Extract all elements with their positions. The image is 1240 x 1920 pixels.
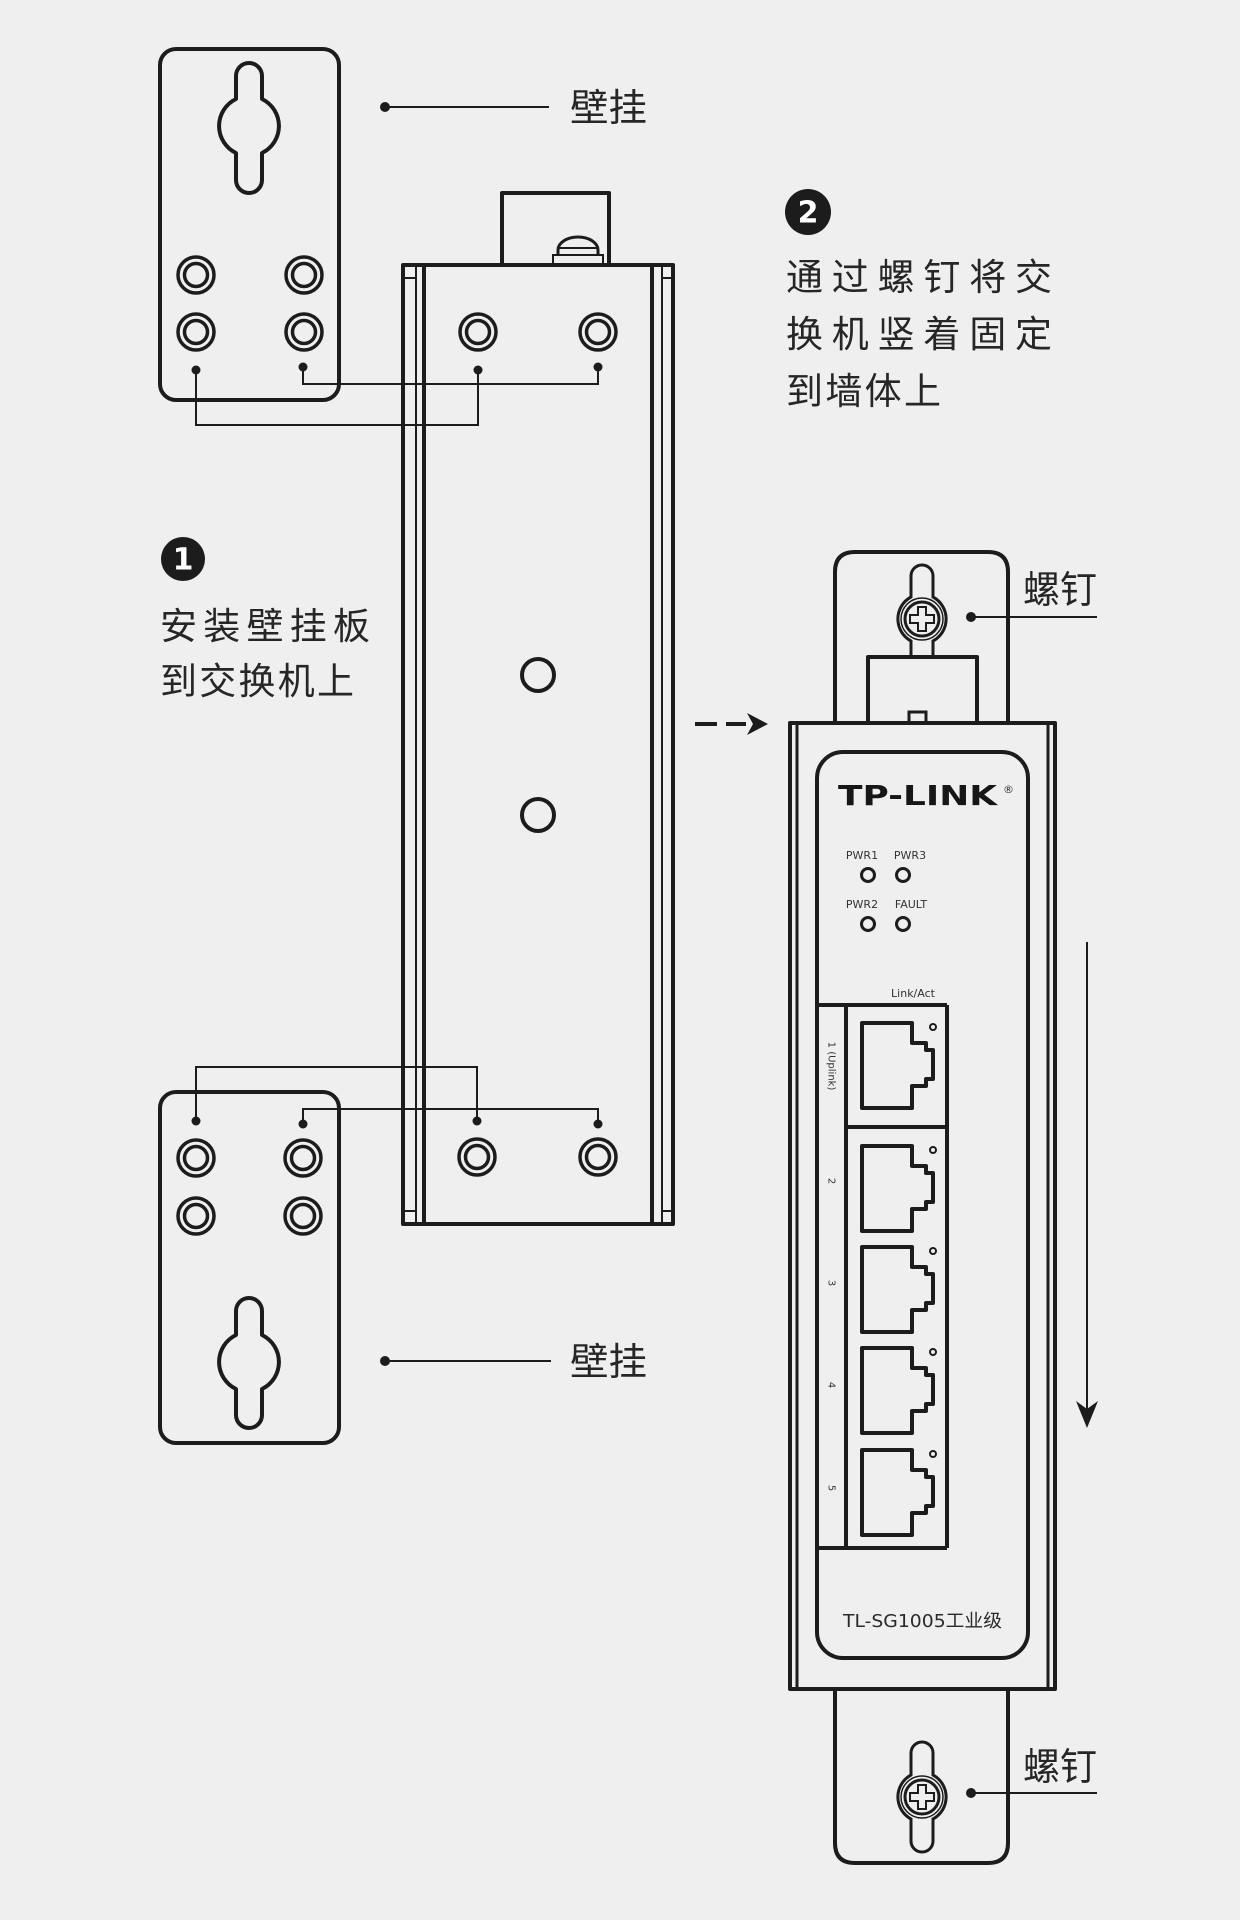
step-badge-icon: [161, 537, 205, 581]
rj45-port-icon: [860, 1245, 935, 1334]
port-led-icon: [929, 1146, 937, 1154]
screw-label: 螺钉: [1023, 1745, 1097, 1789]
step-number: 1: [173, 543, 194, 578]
registered-mark: ®: [1003, 783, 1014, 796]
screw-hole-icon: [284, 255, 324, 295]
keyhole-icon: [896, 563, 948, 657]
callout-screw-bottom: 螺钉: [966, 1745, 1097, 1798]
side-rail-right: [650, 265, 673, 1224]
connector-line: [302, 1108, 599, 1124]
screw-hole-icon: [283, 1138, 323, 1178]
led-label: PWR2: [846, 898, 878, 911]
switch-front-view: 螺钉 TP-LINK ® PWR1 PWR3 PWR2 FAULT Link/A…: [788, 550, 1097, 1865]
step-number: 2: [798, 196, 819, 231]
led-label: PWR3: [894, 849, 926, 862]
dashed-arrow-right-icon: [695, 713, 768, 735]
screw-icon: [900, 597, 944, 641]
step-badge-icon: [785, 189, 831, 235]
keyhole-icon: [217, 61, 281, 195]
screw-hole-icon: [284, 312, 324, 352]
wall-mount-label: 壁挂: [570, 86, 647, 130]
wall-bracket-top: [833, 550, 1010, 725]
mounting-hole: [520, 657, 556, 693]
led-label: PWR1: [846, 849, 878, 862]
screw-hole-icon: [176, 1196, 216, 1236]
port-led-icon: [929, 1247, 937, 1255]
screw-hole-icon: [176, 1138, 216, 1178]
callout-screw-top: 螺钉: [966, 568, 1097, 622]
callout-wall-mount-top: 壁挂: [380, 86, 647, 130]
switch-body-side: [401, 263, 675, 1226]
led-indicator-icon: [895, 916, 911, 932]
step-1: 1 安装壁挂板 到交换机上: [160, 537, 370, 703]
side-rail-left: [403, 265, 426, 1224]
screw-hole-icon: [176, 255, 216, 295]
keyhole-icon: [896, 1740, 948, 1854]
ports-header: Link/Act: [891, 987, 936, 1000]
connector-line: [195, 1066, 478, 1121]
port-3: 3: [826, 1245, 937, 1334]
rj45-port-icon: [860, 1021, 935, 1110]
front-panel: [815, 750, 1030, 1660]
connector-line: [302, 367, 599, 385]
screw-hole-icon: [578, 312, 618, 352]
port-1: 1 (Uplink): [826, 1021, 937, 1110]
led-indicator-icon: [895, 867, 911, 883]
connector-line: [195, 370, 479, 426]
screw-hole-icon: [457, 1137, 497, 1177]
switch-side-view: [401, 191, 675, 1226]
wall-bracket-bottom: [833, 1689, 1010, 1865]
screw-icon: [900, 1775, 944, 1819]
keyhole-icon: [217, 1296, 281, 1430]
rj45-port-icon: [860, 1144, 935, 1233]
alignment-connectors: [195, 367, 599, 1124]
switch-body-front: [788, 721, 1057, 1691]
step-instruction-line: 安装壁挂板: [160, 605, 370, 648]
screw-hole-icon: [458, 312, 498, 352]
model-label: TL-SG1005工业级: [842, 1611, 1002, 1632]
port-led-icon: [929, 1023, 937, 1031]
plate-outline: [158, 47, 341, 402]
screw-label: 螺钉: [1023, 568, 1097, 612]
port-led-icon: [929, 1348, 937, 1356]
rj45-port-icon: [860, 1346, 935, 1435]
led-indicator-icon: [860, 916, 876, 932]
port-label: 1 (Uplink): [826, 1042, 837, 1091]
port-4: 4: [826, 1346, 937, 1435]
screw-hole-icon: [578, 1137, 618, 1177]
led-indicator-icon: [860, 867, 876, 883]
port-label: 4: [826, 1382, 837, 1388]
led-panel: PWR1 PWR3 PWR2 FAULT: [846, 849, 928, 932]
step-instruction-line: 到交换机上: [160, 660, 354, 703]
port-label: 2: [826, 1178, 837, 1184]
callout-wall-mount-bottom: 壁挂: [380, 1340, 647, 1384]
brand-logo: TP-LINK: [838, 779, 999, 812]
screw-hole-icon: [176, 312, 216, 352]
port-2: 2: [826, 1144, 937, 1233]
mounting-hole: [520, 797, 556, 833]
port-led-icon: [929, 1450, 937, 1458]
port-5: 5: [826, 1448, 937, 1537]
step-2: 2 通过螺钉将交 换机竖着固定 到墙体上: [785, 189, 1052, 413]
step-instruction-line: 到墙体上: [786, 370, 941, 413]
step-instruction-line: 通过螺钉将交: [786, 256, 1052, 299]
arrow-down-icon: [1076, 942, 1098, 1428]
plate-outline: [158, 1090, 341, 1445]
screw-hole-icon: [283, 1196, 323, 1236]
port-block: 1 (Uplink) 2 3 4 5: [817, 1003, 949, 1550]
rj45-port-icon: [860, 1448, 935, 1537]
step-instruction-line: 换机竖着固定: [786, 313, 1052, 356]
wall-mount-label: 壁挂: [570, 1340, 647, 1384]
led-label: FAULT: [895, 898, 928, 911]
port-label: 5: [826, 1485, 837, 1491]
release-knob-icon: [552, 235, 604, 265]
port-label: 3: [826, 1280, 837, 1286]
wall-mount-plate-top: [158, 47, 341, 402]
wall-mount-plate-bottom: [158, 1090, 341, 1445]
